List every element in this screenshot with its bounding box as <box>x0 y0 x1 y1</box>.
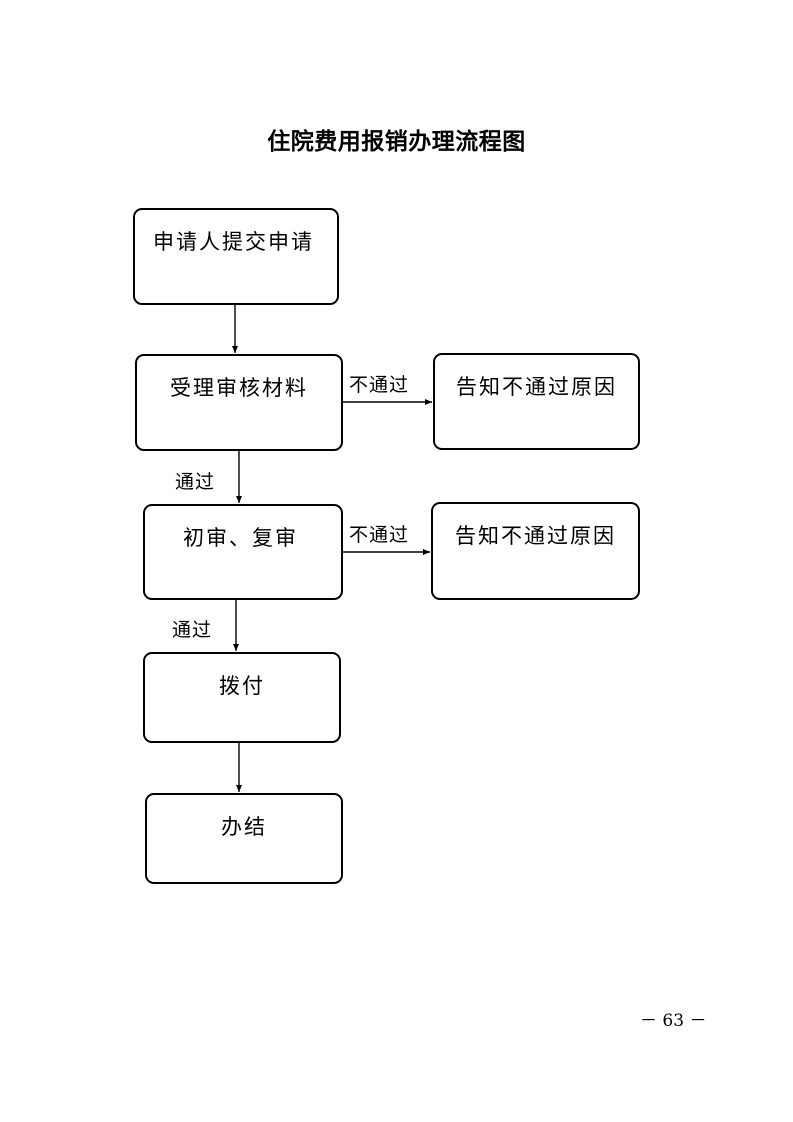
edge-label-fail-1: 不通过 <box>349 374 410 396</box>
node-initial-review: 初审、复审 <box>143 504 343 600</box>
node-notify-1-label: 告知不通过原因 <box>456 375 617 399</box>
edge-label-pass-2: 通过 <box>172 619 213 641</box>
node-accept-label: 受理审核材料 <box>170 376 308 400</box>
node-notify-2-label: 告知不通过原因 <box>455 524 616 548</box>
node-pay-label: 拨付 <box>219 674 265 698</box>
edge-label-pass-1: 通过 <box>175 471 216 493</box>
node-submit-label: 申请人提交申请 <box>153 230 314 254</box>
node-submit-application: 申请人提交申请 <box>133 208 339 305</box>
node-notify-reason-2: 告知不通过原因 <box>431 502 640 600</box>
node-completed: 办结 <box>145 793 343 884</box>
node-done-label: 办结 <box>221 815 267 839</box>
page-title: 住院费用报销办理流程图 <box>267 129 526 155</box>
node-review-label: 初审、复审 <box>183 526 298 550</box>
page-number: － 63 － <box>640 1011 707 1031</box>
node-payment: 拨付 <box>143 652 341 743</box>
node-notify-reason-1: 告知不通过原因 <box>433 353 640 450</box>
edge-label-fail-2: 不通过 <box>349 524 410 546</box>
node-accept-review: 受理审核材料 <box>135 354 343 451</box>
